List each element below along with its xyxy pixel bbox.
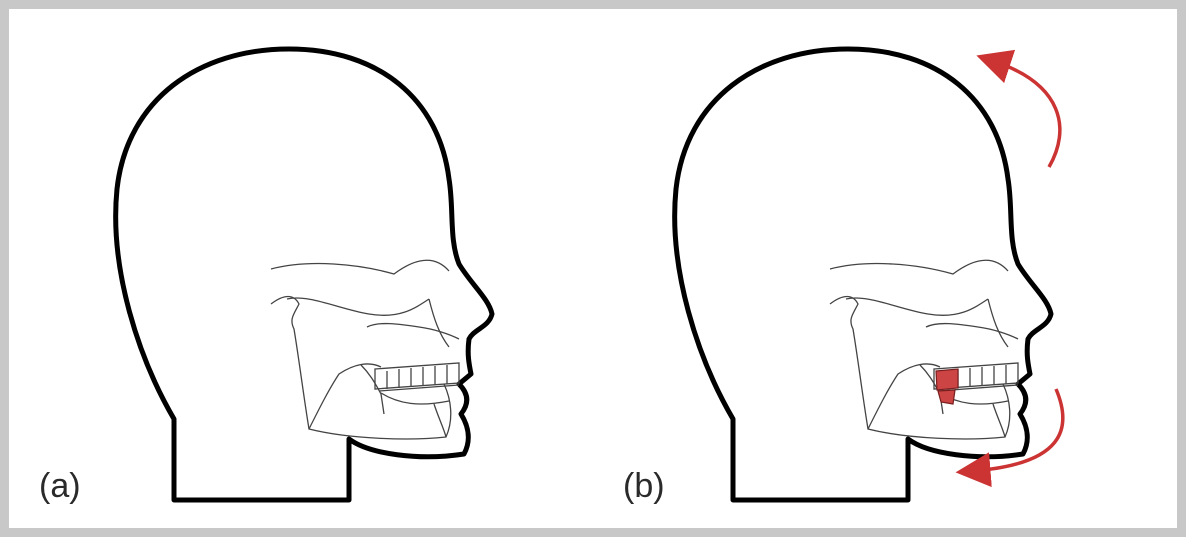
skull-sketch: [830, 260, 1018, 439]
head-outline: [675, 49, 1051, 500]
panel-b: (b): [593, 9, 1177, 528]
head-diagram-b: [593, 9, 1177, 528]
figure-frame: (a): [9, 9, 1177, 528]
highlighted-molars: [936, 369, 958, 404]
head-outline: [116, 49, 492, 500]
panel-label: (a): [39, 467, 81, 506]
skull-sketch: [271, 260, 459, 439]
panel-a: (a): [9, 9, 593, 528]
panel-label: (b): [623, 467, 665, 506]
head-diagram-a: [9, 9, 593, 528]
